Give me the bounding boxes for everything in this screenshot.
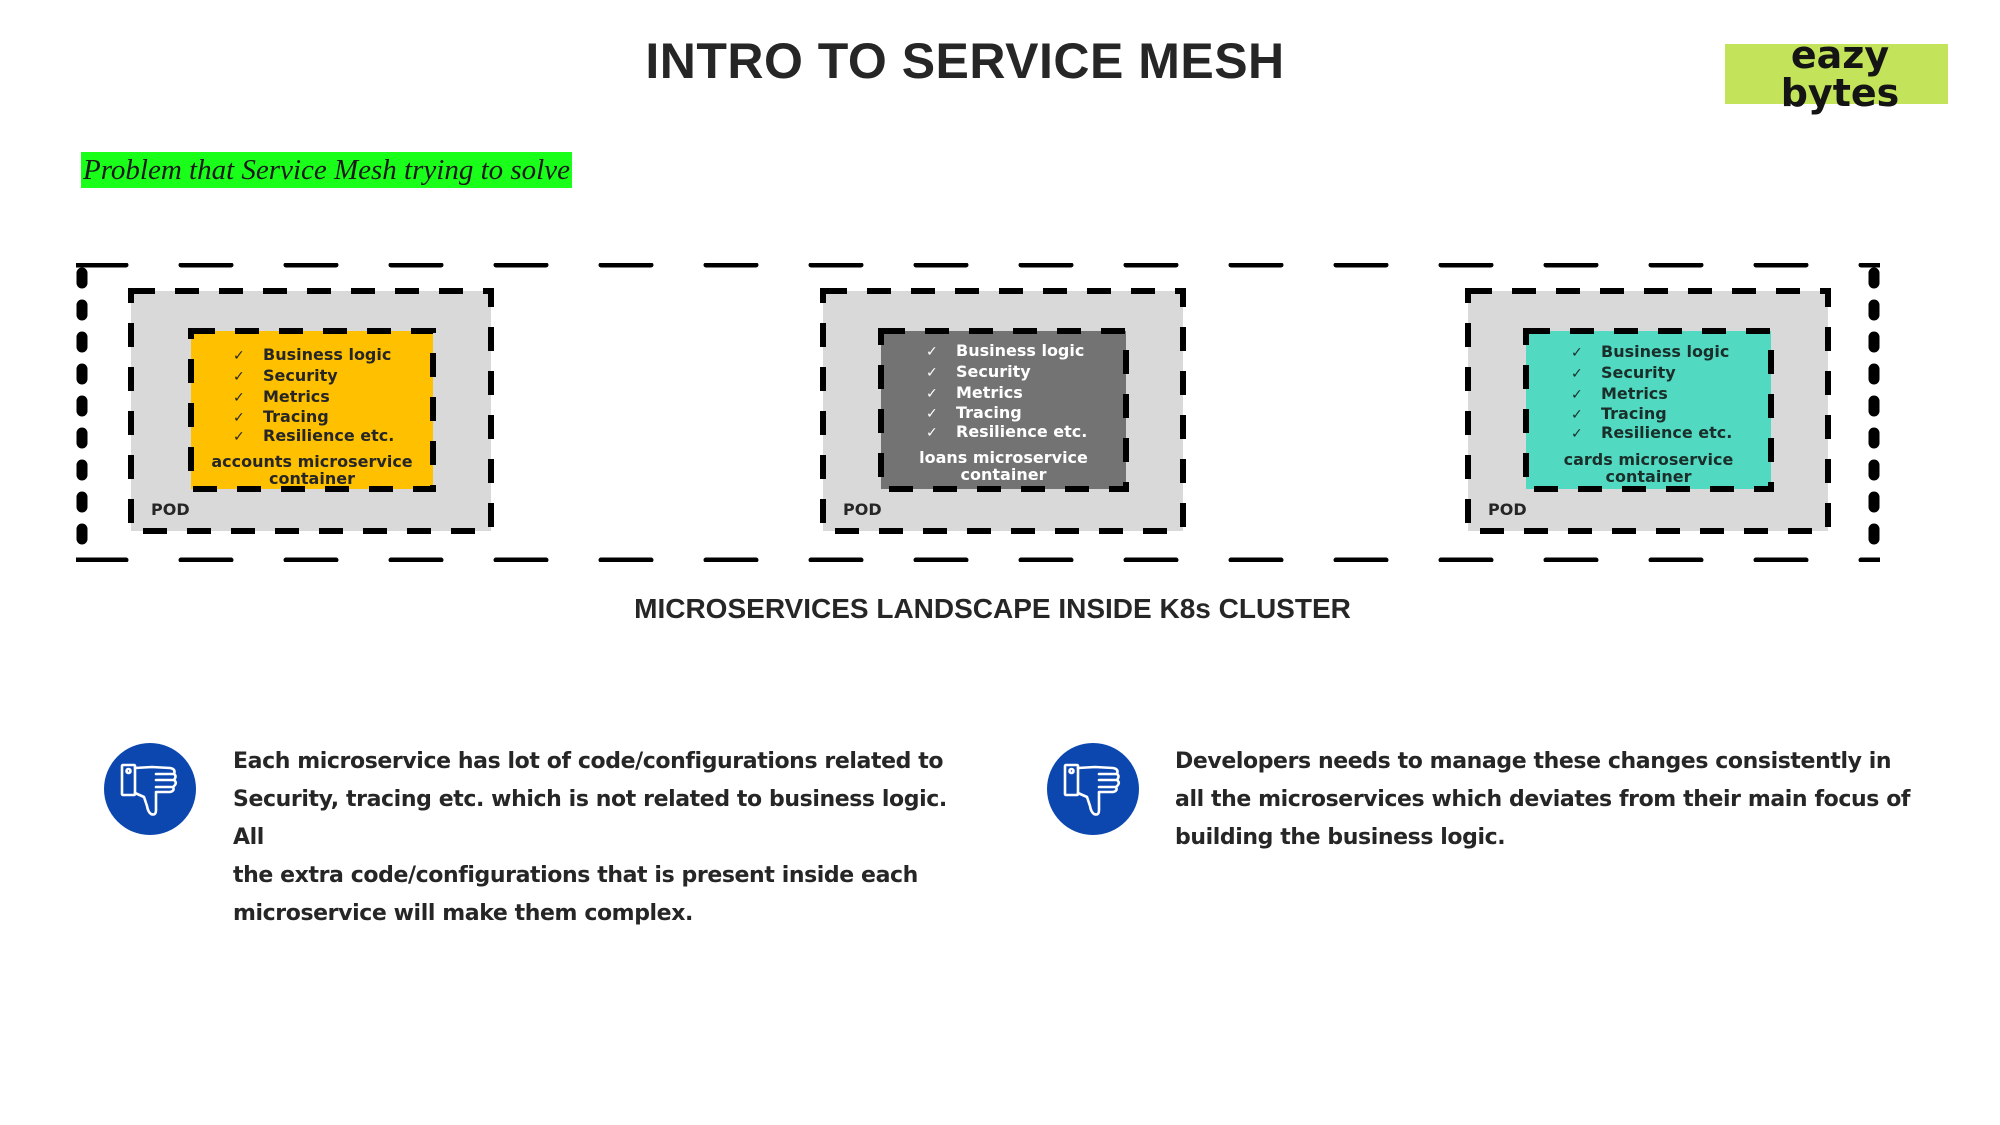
feature-item: ✓Tracing <box>1571 404 1667 424</box>
eazybytes-logo-background <box>1725 44 1948 104</box>
pod-label: POD <box>843 500 882 519</box>
feature-item: ✓Security <box>233 366 338 385</box>
check-icon: ✓ <box>233 390 245 406</box>
pod-cards: ✓Business logic ✓Security ✓Metrics ✓Trac… <box>1465 288 1831 534</box>
check-icon: ✓ <box>233 410 245 426</box>
check-icon: ✓ <box>1571 366 1583 382</box>
problem-point-1: Each microservice has lot of code/config… <box>104 743 964 926</box>
check-icon: ✓ <box>233 429 245 445</box>
check-icon: ✓ <box>1571 426 1583 442</box>
problem-statement-label: Problem that Service Mesh trying to solv… <box>81 152 572 188</box>
cluster-dashed-border <box>76 263 1880 562</box>
check-icon: ✓ <box>1571 387 1583 403</box>
pod-label: POD <box>1488 500 1527 519</box>
pod-dashed-border <box>1465 288 1831 534</box>
check-icon: ✓ <box>926 386 938 402</box>
problem-point-2: Developers needs to manage these changes… <box>1047 743 1947 863</box>
pod-loans: ✓Business logic ✓Security ✓Metrics ✓Trac… <box>820 288 1186 534</box>
feature-item: ✓Resilience etc. <box>926 422 1088 441</box>
problem-point-text: Each microservice has lot of code/config… <box>233 749 947 926</box>
check-icon: ✓ <box>233 369 245 385</box>
container-cards: ✓Business logic ✓Security ✓Metrics ✓Trac… <box>1523 328 1774 492</box>
container-accounts: ✓Business logic ✓Security ✓Metrics ✓Trac… <box>188 328 436 492</box>
check-icon: ✓ <box>233 348 245 364</box>
feature-item: ✓Resilience etc. <box>233 426 395 445</box>
slide-title: INTRO TO SERVICE MESH <box>645 33 1285 89</box>
thumbs-down-icon <box>104 743 196 835</box>
feature-item: ✓Security <box>1571 363 1676 382</box>
cluster-caption: MICROSERVICES LANDSCAPE INSIDE K8s CLUST… <box>634 593 1351 624</box>
feature-list: ✓Business logic ✓Security ✓Metrics ✓Trac… <box>1526 342 1771 443</box>
check-icon: ✓ <box>1571 345 1583 361</box>
k8s-cluster-boundary: ✓Business logic ✓Security ✓Metrics ✓Trac… <box>76 263 1880 562</box>
container-name: accounts microservice container <box>211 452 413 488</box>
logo-line-2: bytes <box>1780 71 1900 115</box>
pod-dashed-border <box>820 288 1186 534</box>
feature-list: ✓Business logic ✓Security ✓Metrics ✓Trac… <box>191 345 433 446</box>
check-icon: ✓ <box>926 365 938 381</box>
feature-item: ✓Metrics <box>1571 384 1668 403</box>
feature-item: ✓Business logic <box>233 345 392 364</box>
check-icon: ✓ <box>926 425 938 441</box>
container-dashed-border <box>188 328 436 492</box>
check-icon: ✓ <box>926 406 938 422</box>
feature-item: ✓Metrics <box>926 383 1023 402</box>
eazybytes-logo: eazy bytes <box>1775 36 1905 112</box>
check-icon: ✓ <box>926 344 938 360</box>
container-name: loans microservice container <box>919 448 1088 484</box>
container-name: cards microservice container <box>1563 450 1734 486</box>
container-dashed-border <box>1523 328 1774 492</box>
pod-dashed-border <box>128 288 494 534</box>
feature-item: ✓Tracing <box>926 403 1022 423</box>
container-loans: ✓Business logic ✓Security ✓Metrics ✓Trac… <box>878 328 1129 492</box>
problem-point-text: Developers needs to manage these changes… <box>1175 749 1911 850</box>
feature-item: ✓Business logic <box>1571 342 1730 361</box>
pod-accounts: ✓Business logic ✓Security ✓Metrics ✓Trac… <box>128 288 494 534</box>
container-dashed-border <box>878 328 1129 492</box>
feature-item: ✓Tracing <box>233 407 329 427</box>
feature-item: ✓Resilience etc. <box>1571 423 1733 442</box>
feature-item: ✓Security <box>926 362 1031 381</box>
logo-line-1: eazy <box>1790 33 1890 77</box>
check-icon: ✓ <box>1571 407 1583 423</box>
thumbs-down-icon <box>1047 743 1139 835</box>
feature-item: ✓Metrics <box>233 387 330 406</box>
pod-label: POD <box>151 500 190 519</box>
feature-list: ✓Business logic ✓Security ✓Metrics ✓Trac… <box>881 341 1126 442</box>
feature-item: ✓Business logic <box>926 341 1085 360</box>
